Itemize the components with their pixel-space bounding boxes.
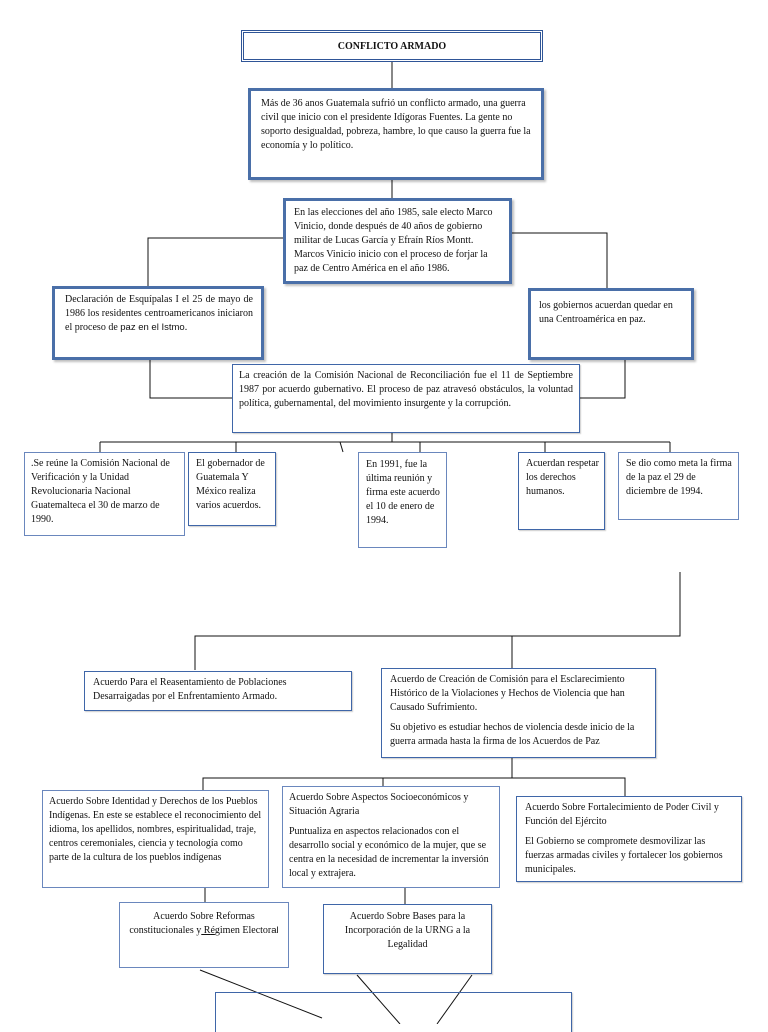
intro-box: Más de 36 anos Guatemala sufrió un confl… xyxy=(248,88,544,180)
meta-paz-box: Se dio como meta la firma de la paz el 2… xyxy=(618,452,739,520)
socioeconomicos-box: Acuerdo Sobre Aspectos Socioeconómicos y… xyxy=(282,786,500,888)
mexico-text: El gobernador de Guatemala Y México real… xyxy=(196,458,265,511)
esquipulas-end: . xyxy=(184,322,188,333)
derechos-humanos-text: Acuerdan respetar los derechos humanos. xyxy=(526,458,600,497)
comision-box: La creación de la Comisión Nacional de R… xyxy=(232,364,580,433)
socioeconomicos-title: Acuerdo Sobre Aspectos Socioeconómicos y… xyxy=(289,792,469,817)
ultima-reunion-text: En 1991, fue la última reunión y firma e… xyxy=(366,459,440,526)
intro-text: Más de 36 anos Guatemala sufrió un confl… xyxy=(261,98,531,151)
esquipulas-text: Declaración de Esquípalas I el 25 de may… xyxy=(65,294,253,333)
poder-civil-title: Acuerdo Sobre Fortalecimiento de Poder C… xyxy=(525,802,719,827)
reformas-text: Acuerdo Sobre Reformas constitucionales … xyxy=(129,911,279,936)
mexico-box: El gobernador de Guatemala Y México real… xyxy=(188,452,276,526)
socioeconomicos-text: Puntualiza en aspectos relacionados con … xyxy=(289,826,489,879)
identidad-text: Acuerdo Sobre Identidad y Derechos de lo… xyxy=(49,796,262,863)
esclarecimiento-text: Acuerdo de Creación de Comisión para el … xyxy=(390,674,625,713)
poder-civil-box: Acuerdo Sobre Fortalecimiento de Poder C… xyxy=(516,796,742,882)
esclarecimiento-objective: Su objetivo es estudiar hechos de violen… xyxy=(390,722,635,747)
esquipulas-box: Declaración de Esquípalas I el 25 de may… xyxy=(52,286,264,360)
diagram-title: CONFLICTO ARMADO xyxy=(337,41,447,52)
verificacion-text: .Se reúne la Comisión Nacional de Verifi… xyxy=(31,458,170,525)
ultima-reunion-box: En 1991, fue la última reunión y firma e… xyxy=(358,452,447,548)
esclarecimiento-box: Acuerdo de Creación de Comisión para el … xyxy=(381,668,656,758)
derechos-humanos-box: Acuerdan respetar los derechos humanos. xyxy=(518,452,605,530)
urng-box: Acuerdo Sobre Bases para la Incorporació… xyxy=(323,904,492,974)
reasentamiento-text: Acuerdo Para el Reasentamiento de Poblac… xyxy=(93,677,287,702)
comision-text: La creación de la Comisión Nacional de R… xyxy=(239,370,573,409)
elecciones-box: En las elecciones del año 1985, sale ele… xyxy=(283,198,512,284)
gobiernos-text: los gobiernos acuerdan quedar en una Cen… xyxy=(539,300,673,325)
esquipulas-highlight: paz en el Istmo xyxy=(120,322,185,333)
reformas-box: Acuerdo Sobre Reformas constitucionales … xyxy=(119,902,289,968)
title-box: CONFLICTO ARMADO xyxy=(241,30,543,62)
poder-civil-text: El Gobierno se compromete desmovilizar l… xyxy=(525,836,723,875)
gobiernos-box: los gobiernos acuerdan quedar en una Cen… xyxy=(528,288,694,360)
identidad-box: Acuerdo Sobre Identidad y Derechos de lo… xyxy=(42,790,269,888)
meta-paz-text: Se dio como meta la firma de la paz el 2… xyxy=(626,458,732,497)
urng-text: Acuerdo Sobre Bases para la Incorporació… xyxy=(344,911,471,950)
elecciones-text: En las elecciones del año 1985, sale ele… xyxy=(294,207,493,274)
bottom-box xyxy=(215,992,572,1032)
verificacion-box: .Se reúne la Comisión Nacional de Verifi… xyxy=(24,452,185,536)
reasentamiento-box: Acuerdo Para el Reasentamiento de Poblac… xyxy=(84,671,352,711)
